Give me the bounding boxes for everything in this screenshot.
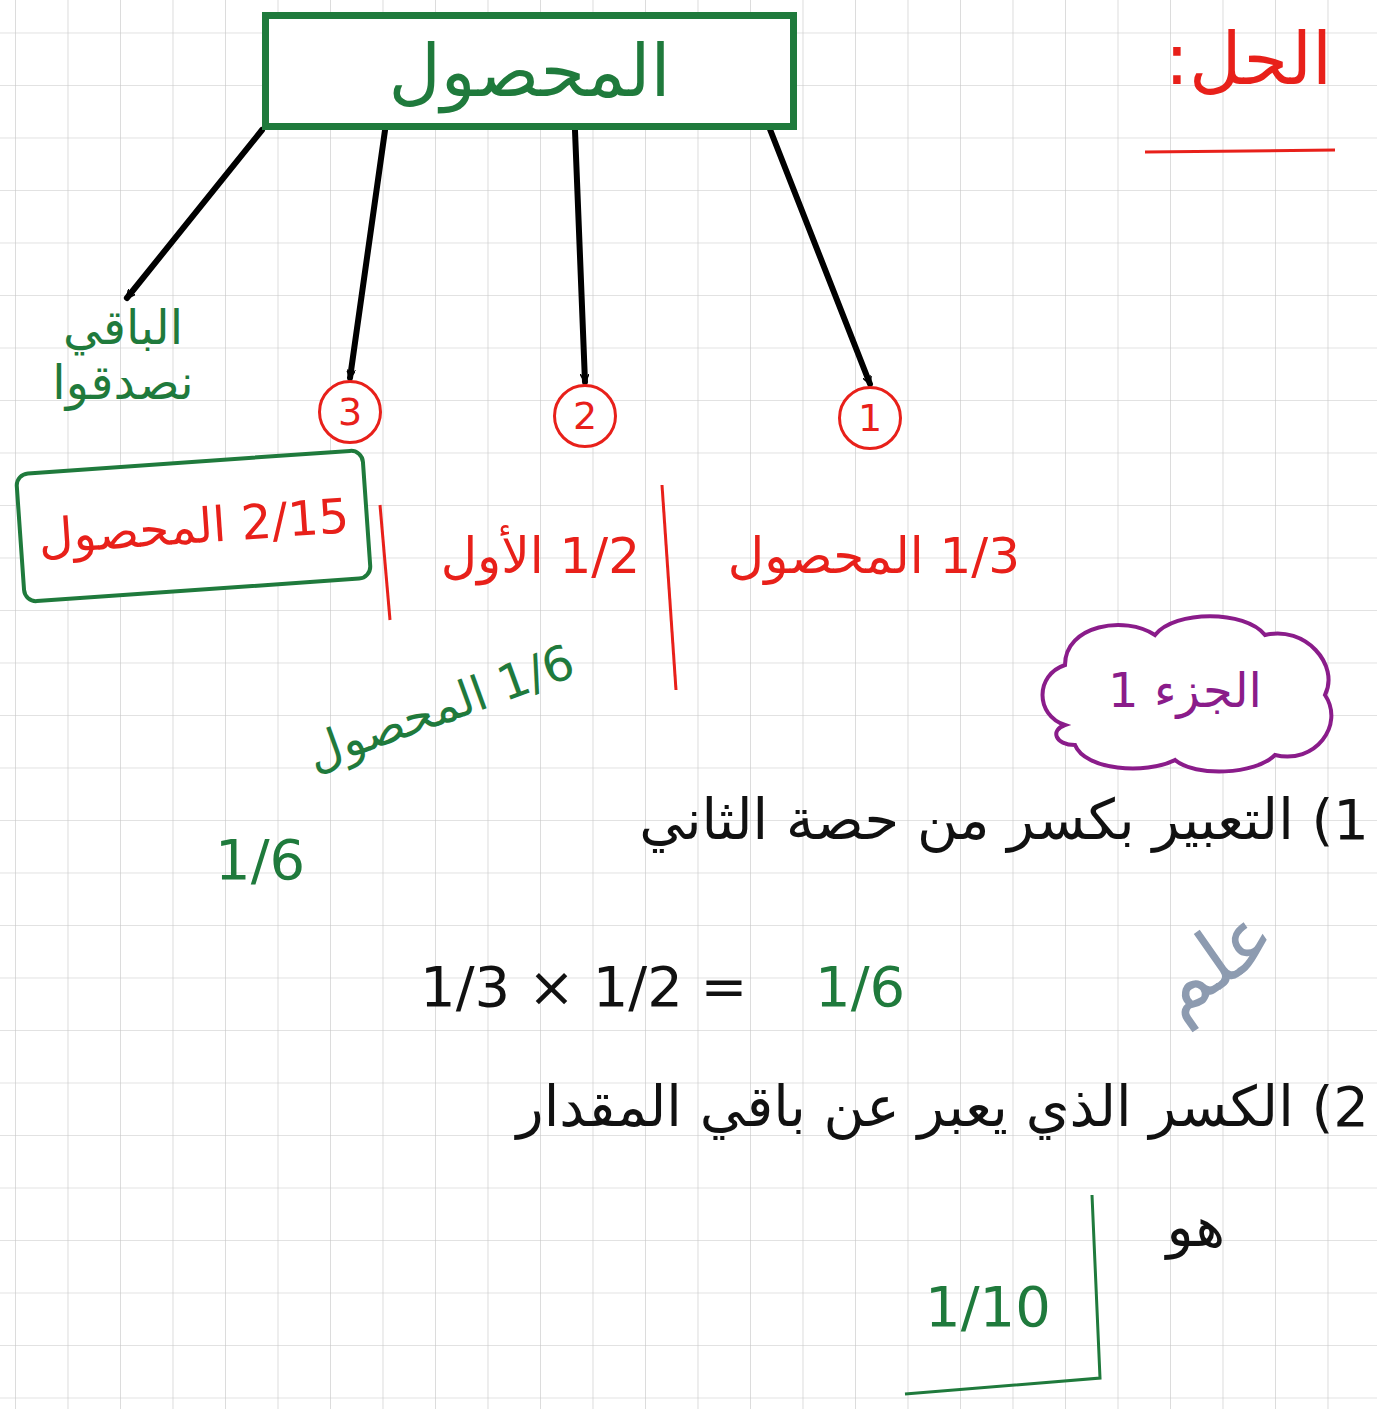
equation: 1/3 × 1/2 = xyxy=(420,955,748,1019)
title-underline xyxy=(1145,150,1335,152)
node-title: المحصول xyxy=(389,29,671,113)
share-note: 1/6 المحصول xyxy=(299,634,581,782)
column-separator xyxy=(662,485,676,690)
callout-number: 2 xyxy=(573,394,597,438)
answer-value: 1/6 xyxy=(815,955,905,1019)
cloud-shape xyxy=(1043,616,1332,771)
callout-number: 3 xyxy=(338,390,362,434)
column-separator xyxy=(380,505,390,620)
node-body: 2/15 المحصول xyxy=(36,488,350,566)
branch-arrow xyxy=(575,130,585,382)
question-line: 1) التعبير بكسر من حصة الثاني xyxy=(639,788,1369,852)
share-note: 1/3 المحصول xyxy=(728,528,1020,586)
answer-frame: 2/15 المحصول xyxy=(14,448,373,604)
share-note: 1/2 الأول xyxy=(441,528,640,586)
branch-circle: 3 xyxy=(318,380,382,444)
answer-value: 1/6 xyxy=(215,828,305,892)
part-title: الجزء 1 xyxy=(1108,662,1262,718)
branch-circle: 1 xyxy=(838,386,902,450)
answer-bracket xyxy=(905,1195,1100,1394)
question-line: هو xyxy=(1167,1195,1225,1259)
remainder-box: الباقي نصدقوا 2/15 المحصول xyxy=(18,300,348,592)
callout-number: 1 xyxy=(858,396,882,440)
branch-arrow xyxy=(127,130,262,298)
node-heading: الباقي نصدقوا xyxy=(18,300,228,410)
branch-circle: 2 xyxy=(553,384,617,448)
part-badge: الجزء 1 xyxy=(1025,605,1345,775)
branch-arrow xyxy=(350,130,385,378)
branch-arrow xyxy=(770,130,870,384)
solution-heading: الحل: xyxy=(1165,18,1332,101)
watermark: علم xyxy=(1135,887,1292,1035)
question-line: 2) الكسر الذي يعبر عن باقي المقدار xyxy=(517,1075,1369,1139)
harvest-box: المحصول xyxy=(262,12,797,130)
answer-value: 1/10 xyxy=(925,1275,1051,1339)
